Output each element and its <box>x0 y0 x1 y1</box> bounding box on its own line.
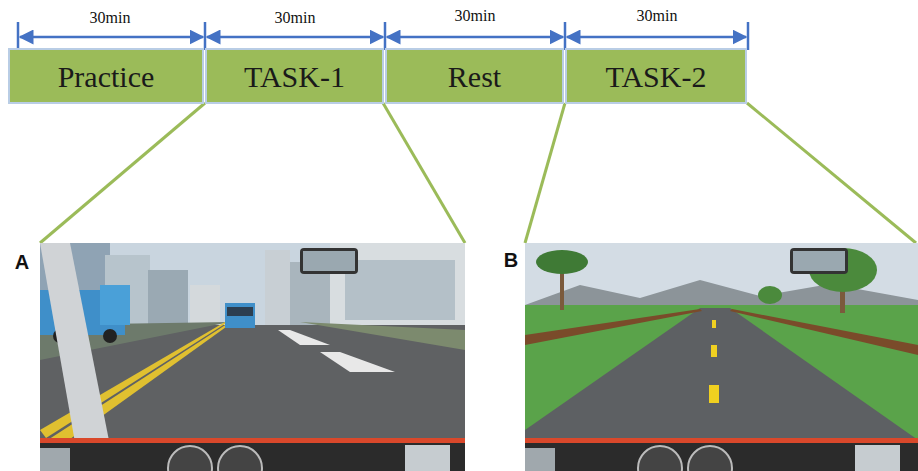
duration-label: 30min <box>637 7 678 25</box>
panel-letter: B <box>504 249 518 271</box>
zoom-lines <box>40 103 916 243</box>
phase-name: TASK-1 <box>244 60 345 93</box>
duration-label: 30min <box>90 9 131 27</box>
phase-name: Rest <box>448 60 501 93</box>
city-driving-screenshot <box>40 243 465 471</box>
duration-label: 30min <box>275 9 316 27</box>
phase-box: TASK-1 <box>205 48 384 104</box>
phase-name: TASK-2 <box>606 60 707 93</box>
rural-driving-screenshot <box>525 243 918 471</box>
phase-name: Practice <box>58 60 155 93</box>
duration-label: 30min <box>455 7 496 25</box>
phase-box: Rest <box>385 48 564 104</box>
panel-letter: A <box>15 251 29 273</box>
phase-box: Practice <box>8 48 204 104</box>
phase-box: TASK-2 <box>565 48 747 104</box>
